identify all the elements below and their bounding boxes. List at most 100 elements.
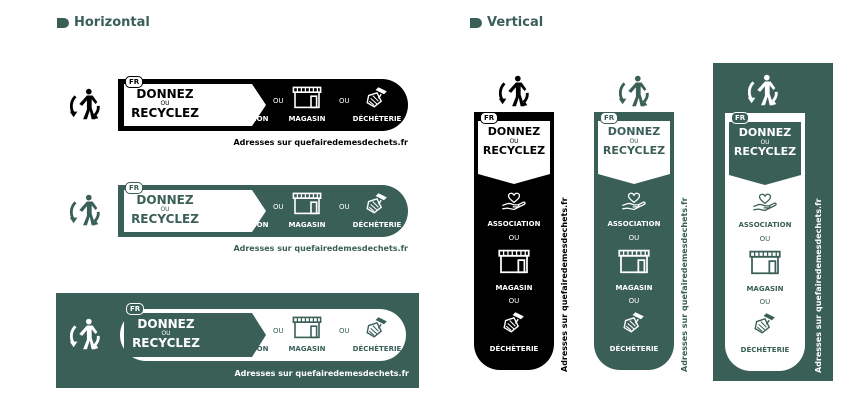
label-white-panel [124, 84, 266, 126]
donnez-text: DONNEZ [487, 125, 541, 138]
heart-hand-icon [229, 85, 255, 107]
horizontal-label-black: FR DONNEZ OU RECYCLEZ ASSOCIATION OU MAG… [63, 76, 408, 156]
option-decheterie: DÉCHÈTERIE [352, 115, 402, 123]
horizontal-section-title: Horizontal [57, 15, 150, 30]
option-magasin: MAGASIN [746, 285, 784, 293]
option-decheterie: DÉCHÈTERIE [352, 345, 402, 353]
option-association: ASSOCIATION [215, 221, 269, 229]
option-association: ASSOCIATION [738, 221, 792, 229]
address-text: Adresses sur quefairedemesdechets.fr [233, 138, 408, 147]
donnez-text: DONNEZ [607, 125, 661, 138]
shop-icon [616, 248, 652, 274]
ou-separator: OU [273, 327, 284, 335]
horizontal-label-green: FR DONNEZ OU RECYCLEZ ASSOCIATION OU MAG… [63, 182, 408, 262]
options-column: ASSOCIATION OU MAGASIN OU DÉCHÈTERIE [594, 190, 674, 360]
label-white-panel [120, 309, 406, 361]
ou-separator: OU [339, 327, 350, 335]
option-decheterie: DÉCHÈTERIE [740, 346, 790, 354]
shop-icon [496, 248, 532, 274]
horizontal-label-green-panel: FR DONNEZ OU RECYCLEZ ASSOCIATION OU MAG… [56, 293, 419, 388]
triman-icon [66, 85, 104, 123]
option-association: ASSOCIATION [487, 220, 541, 228]
ou-text: OU [509, 138, 519, 145]
option-decheterie: DÉCHÈTERIE [352, 221, 402, 229]
donnez-block: DONNEZ OU RECYCLEZ [596, 126, 672, 157]
options-column: ASSOCIATION OU MAGASIN OU DÉCHÈTERIE [474, 190, 554, 360]
recyclez-text: RECYCLEZ [132, 336, 200, 350]
horizontal-title-text: Horizontal [74, 15, 150, 30]
address-text: Adresses sur quefairedemesdechets.fr [234, 369, 409, 378]
address-text: Adresses sur quefairedemesdechets.fr [680, 197, 689, 372]
heart-hand-icon [501, 190, 527, 212]
recyclez-text: RECYCLEZ [131, 106, 199, 120]
option-decheterie: DÉCHÈTERIE [609, 345, 659, 353]
options-row: ASSOCIATION OU MAGASIN OU DÉCHÈTERIE [211, 191, 401, 235]
triman-icon [66, 191, 104, 229]
vertical-label-green-panel: FR DONNEZ OU RECYCLEZ ASSOCIATION OU MAG… [713, 63, 833, 381]
recyclez-text: RECYCLEZ [602, 144, 666, 157]
option-magasin: MAGASIN [495, 284, 533, 292]
triman-icon [495, 72, 533, 110]
triman-icon [66, 315, 104, 353]
ou-separator: OU [339, 203, 350, 211]
heart-hand-icon [229, 191, 255, 213]
country-badge: FR [126, 303, 145, 315]
donnez-block: DONNEZ OU RECYCLEZ [727, 127, 803, 158]
vertical-section-title: Vertical [470, 15, 543, 30]
ou-text: OU [160, 206, 170, 213]
ou-separator: OU [759, 235, 771, 243]
donnez-text: DONNEZ [136, 87, 194, 101]
option-magasin: MAGASIN [615, 284, 653, 292]
shop-icon [747, 249, 783, 275]
country-badge: FR [125, 182, 144, 194]
ou-separator: OU [339, 97, 350, 105]
vertical-band [594, 112, 674, 370]
ou-text: OU [160, 100, 170, 107]
recycling-waste-icon [363, 191, 391, 215]
ou-text: OU [629, 138, 639, 145]
recyclez-text: RECYCLEZ [131, 212, 199, 226]
ou-separator: OU [628, 297, 640, 305]
recyclez-text: RECYCLEZ [733, 145, 797, 158]
recycling-waste-icon [500, 310, 528, 334]
flag-icon [470, 17, 482, 28]
option-association: ASSOCIATION [215, 115, 269, 123]
donnez-text: DONNEZ [137, 317, 195, 331]
recycling-waste-icon [363, 315, 391, 339]
vertical-label-black: FR DONNEZ OU RECYCLEZ ASSOCIATION OU MAG… [474, 72, 576, 372]
country-badge: FR [480, 112, 499, 124]
ou-separator: OU [508, 234, 520, 242]
option-association: ASSOCIATION [607, 220, 661, 228]
ou-separator: OU [273, 203, 284, 211]
triman-icon [744, 71, 782, 109]
triman-icon [615, 72, 653, 110]
label-white-panel [124, 190, 266, 232]
ou-separator: OU [759, 298, 771, 306]
address-text: Adresses sur quefairedemesdechets.fr [233, 244, 408, 253]
shop-icon [291, 191, 323, 215]
options-row: ASSOCIATION OU MAGASIN OU DÉCHÈTERIE [211, 85, 401, 129]
donnez-block: DONNEZ OU RECYCLEZ [476, 126, 552, 157]
address-text: Adresses sur quefairedemesdechets.fr [814, 198, 823, 373]
option-decheterie: DÉCHÈTERIE [489, 345, 539, 353]
donnez-text: DONNEZ [738, 126, 792, 139]
ou-separator: OU [273, 97, 284, 105]
heart-hand-icon [229, 315, 255, 337]
ou-text: OU [161, 330, 171, 337]
donnez-block: DONNEZ OU RECYCLEZ [126, 318, 206, 349]
vertical-band [725, 113, 805, 371]
heart-hand-icon [621, 190, 647, 212]
shop-icon [291, 85, 323, 109]
vertical-label-green: FR DONNEZ OU RECYCLEZ ASSOCIATION OU MAG… [594, 72, 696, 372]
shop-icon [291, 315, 323, 339]
flag-icon [57, 17, 69, 28]
vertical-band [474, 112, 554, 370]
country-badge: FR [600, 112, 619, 124]
donnez-block: DONNEZ OU RECYCLEZ [125, 194, 205, 225]
recycling-waste-icon [751, 311, 779, 335]
ou-separator: OU [628, 234, 640, 242]
recycling-waste-icon [363, 85, 391, 109]
vertical-title-text: Vertical [487, 15, 544, 30]
option-magasin: MAGASIN [288, 345, 326, 353]
option-magasin: MAGASIN [288, 115, 326, 123]
